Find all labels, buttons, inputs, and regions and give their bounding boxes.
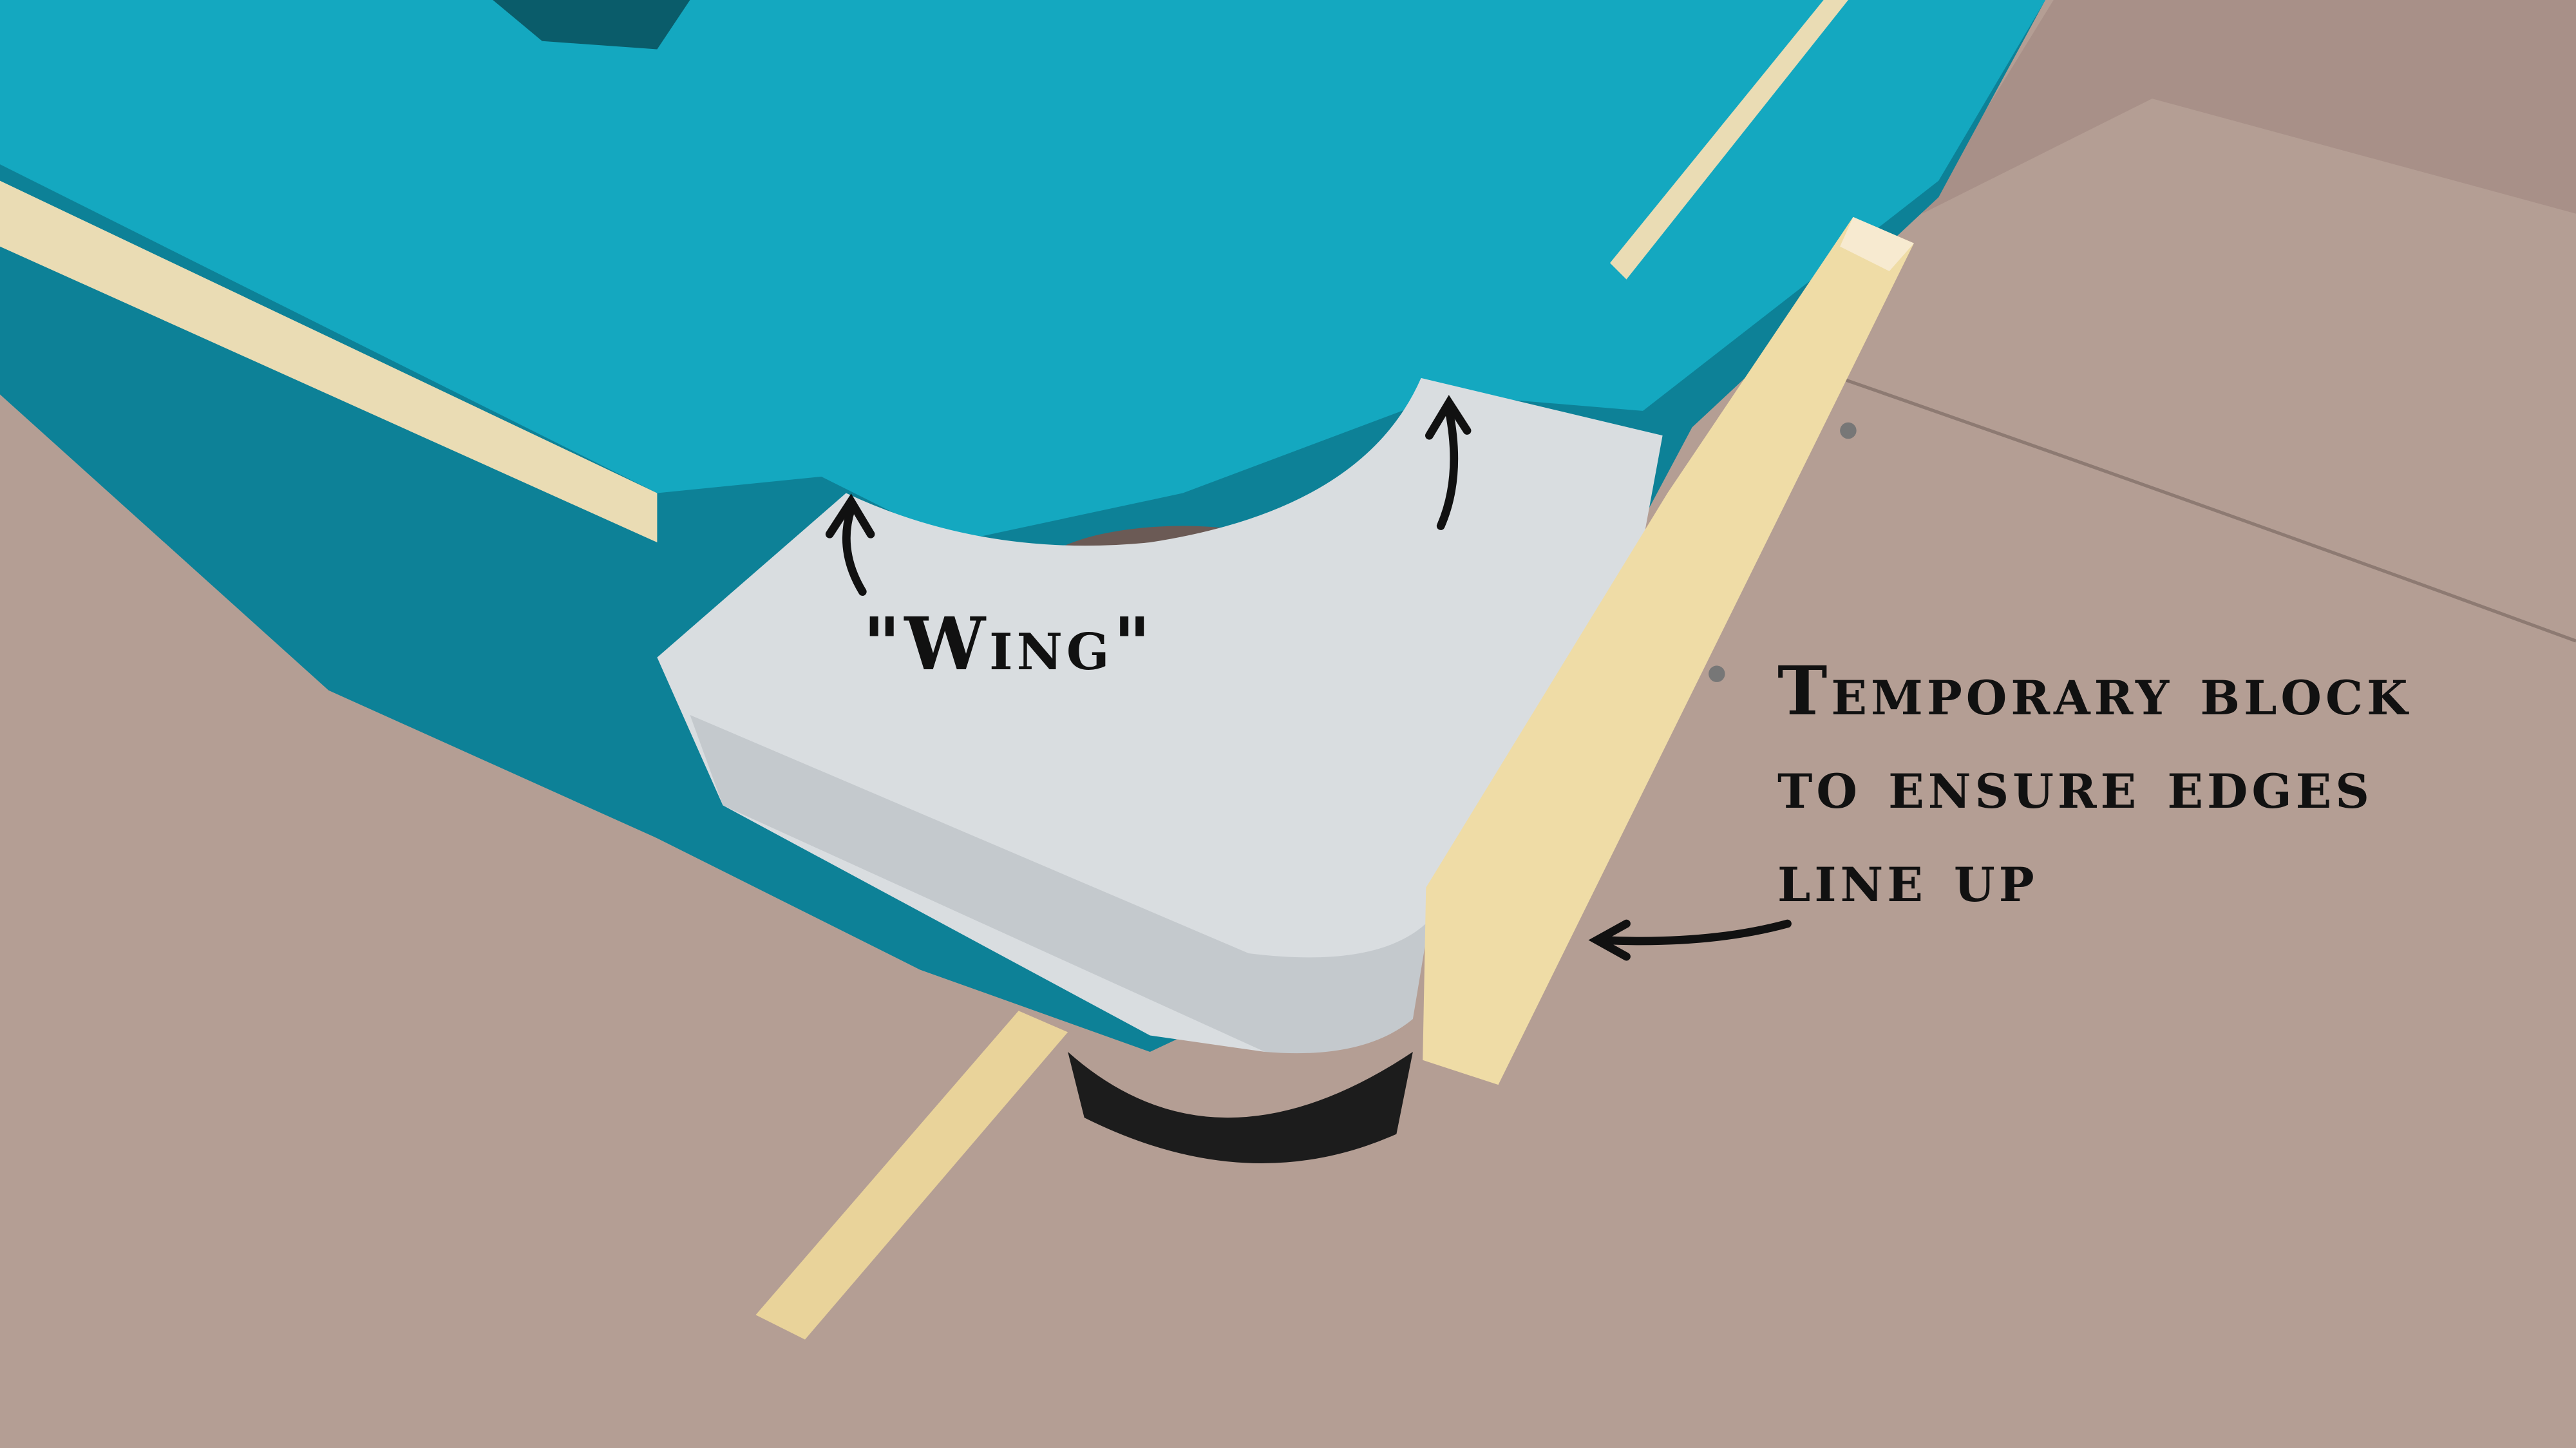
arrow-head-icon (1588, 919, 1631, 961)
wood-rail-strip (0, 180, 658, 543)
side-rail-strip (1610, 0, 1848, 280)
block-annotation-line: Temporary block (1777, 651, 2412, 730)
arrow-left-wing (842, 505, 867, 596)
arrow-head-icon (825, 493, 875, 538)
wing-side-face (690, 714, 1430, 1054)
temporary-wood-block (1423, 216, 1914, 1085)
annotation-arrows (825, 395, 1792, 961)
table-felt (0, 0, 2046, 543)
pocket-net (1068, 1052, 1413, 1163)
arrow-right-wing (1436, 406, 1459, 530)
block-annotation-line: to ensure edges (1777, 745, 2374, 824)
floor-shadow (1922, 0, 2576, 214)
arrow-head-icon (1425, 395, 1472, 440)
block-annotation-line: line up (1777, 838, 2038, 917)
block-top-edge (1840, 216, 1914, 272)
arrow-block (1597, 919, 1792, 946)
felt-opening (493, 0, 690, 50)
floor-crack (1839, 376, 2576, 643)
screw-icon (1709, 665, 1725, 682)
screw-icon (1840, 422, 1857, 439)
wing-annotation: "Wing" (863, 602, 1155, 687)
block-annotation: Temporary block to ensure edges line up (1777, 644, 2412, 924)
wood-stick (755, 1011, 1068, 1340)
